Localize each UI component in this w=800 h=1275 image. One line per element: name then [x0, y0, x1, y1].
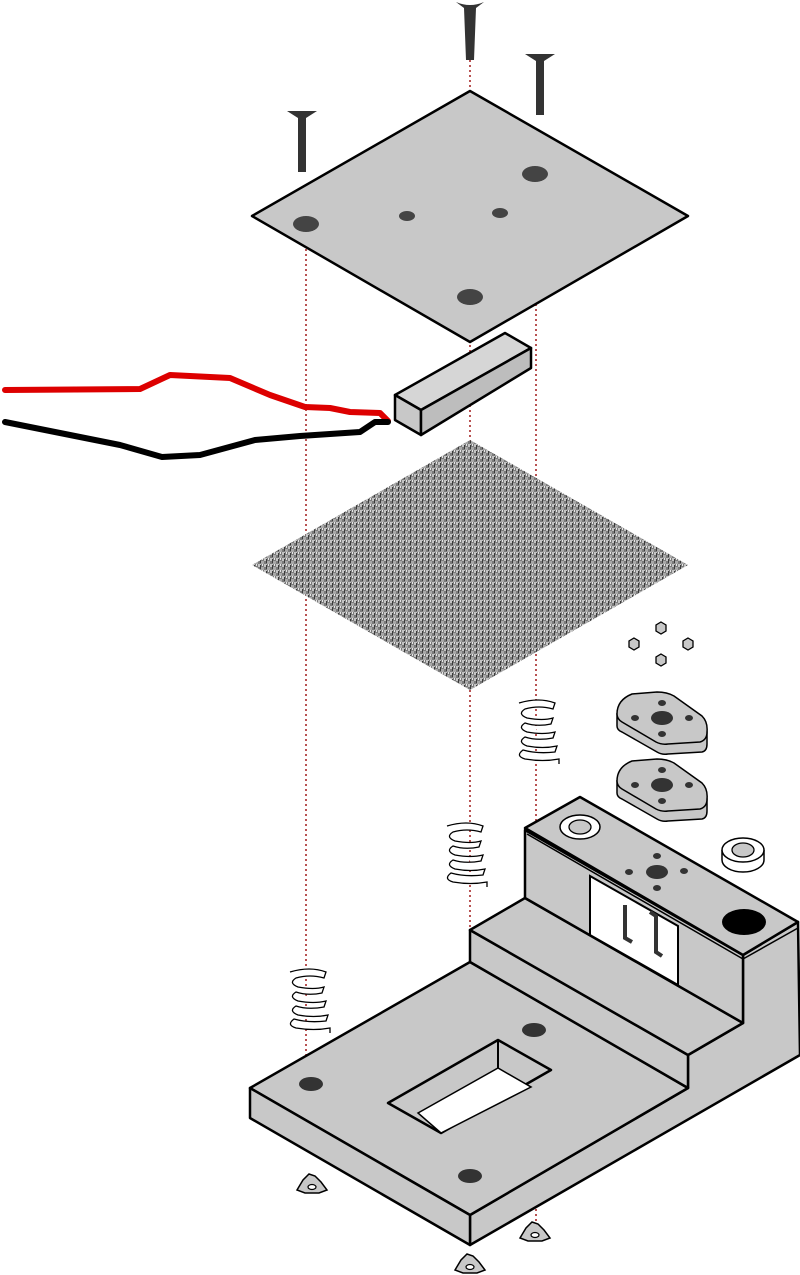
spring-center: [446, 822, 488, 888]
cam-plate-lower: [616, 758, 708, 822]
foot-left: [296, 1173, 328, 1194]
slab-hole: [458, 1169, 482, 1183]
plate-hole: [457, 289, 483, 305]
screw-right: [525, 54, 555, 115]
mesh-sheet: [252, 440, 688, 690]
through-hole: [722, 909, 766, 935]
spring-left: [289, 968, 331, 1034]
plate-hole: [522, 166, 548, 182]
black-wire: [2, 419, 391, 460]
slab-hole: [522, 1023, 546, 1037]
screw-left: [287, 111, 317, 172]
red-wire: [2, 372, 391, 424]
sensor-block: [393, 331, 533, 437]
plate-hole: [492, 208, 508, 218]
foot-right: [519, 1221, 551, 1242]
foot-center: [454, 1253, 486, 1274]
bracket-right: [648, 910, 664, 958]
plate-hole: [399, 211, 415, 221]
top-plate: [250, 89, 690, 344]
spring-right: [518, 699, 560, 765]
screw-center: [456, 2, 484, 60]
slab-hole: [299, 1077, 323, 1091]
washer: [721, 837, 765, 873]
hex-nut: [655, 653, 667, 667]
bracket-left: [623, 905, 633, 944]
hex-nut: [682, 637, 694, 651]
base-window: [589, 874, 679, 987]
mount-hole: [646, 865, 668, 879]
cam-plate-upper: [616, 691, 708, 755]
base: [248, 795, 800, 1247]
hex-nut: [655, 621, 667, 635]
plate-hole: [293, 216, 319, 232]
hex-nut: [628, 637, 640, 651]
